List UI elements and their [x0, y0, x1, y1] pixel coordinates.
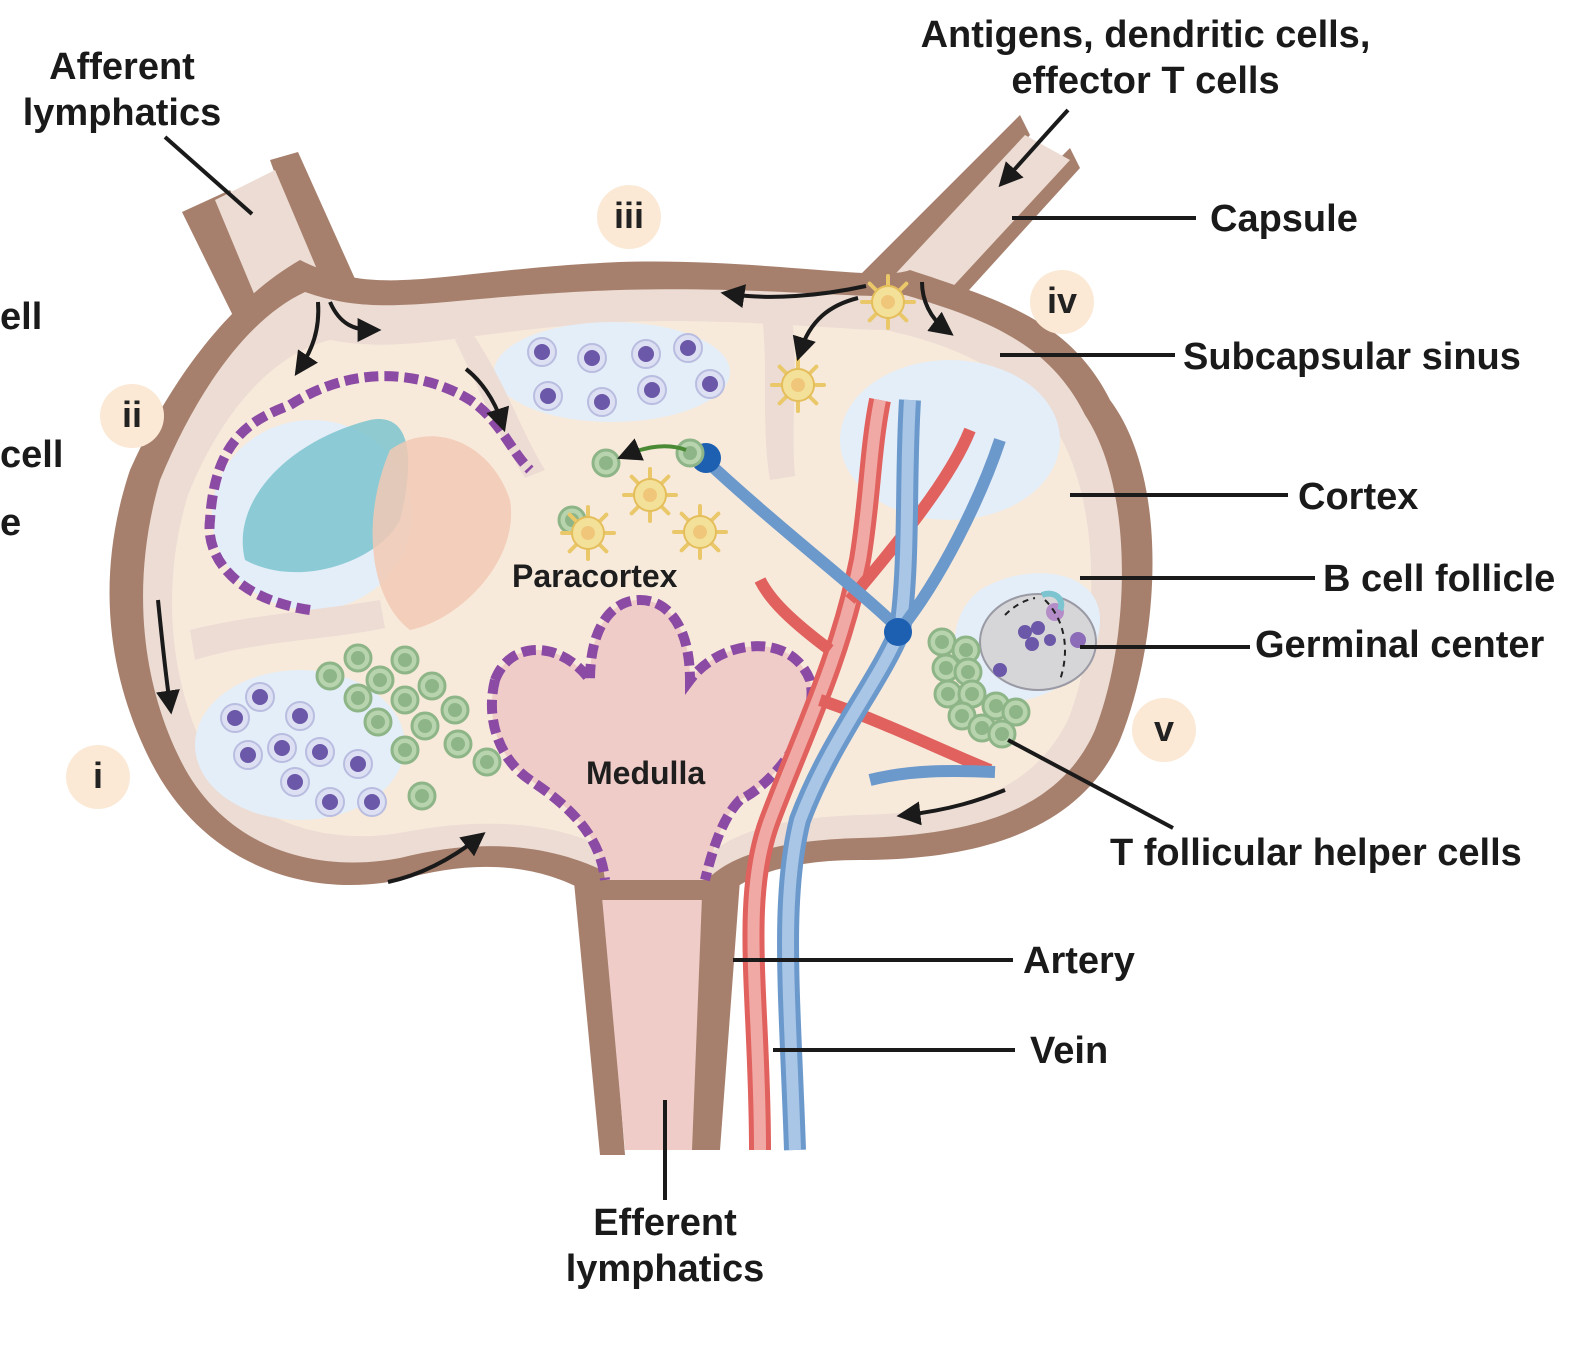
blood-vessels — [691, 397, 1006, 1151]
numeral-iii: iii — [597, 185, 661, 249]
trabecula-top — [455, 330, 545, 478]
cutoff-label-1: ell — [0, 296, 43, 338]
dendritic-cell — [770, 357, 826, 413]
numeral-iv: iv — [1030, 270, 1094, 334]
medulla-region — [486, 594, 817, 882]
afferent-lymphatic-vessel-right — [860, 115, 1080, 300]
dendritic-cell — [860, 274, 916, 330]
stromal-cells-pink — [372, 436, 512, 630]
dendritic-cell — [672, 504, 728, 560]
label-b-cell-follicle: B cell follicle — [1323, 558, 1556, 600]
germinal-center-cells — [993, 590, 1086, 681]
label-t-follicular-helper-cells: T follicular helper cells — [1110, 832, 1522, 874]
cutoff-label-3: e — [0, 502, 22, 544]
label-germinal-center: Germinal center — [1255, 624, 1545, 666]
label-artery: Artery — [1023, 940, 1135, 982]
numeral-ii: ii — [100, 384, 164, 448]
high-endothelial-venule-left — [204, 371, 534, 615]
label-paracortex: Paracortex — [512, 558, 678, 594]
label-vein: Vein — [1030, 1030, 1109, 1072]
trabecula-left — [190, 600, 385, 660]
label-antigens: Antigens, dendritic cells, effector T ce… — [918, 12, 1373, 104]
flow-arrows — [156, 108, 1070, 884]
dendritic-cells — [560, 274, 916, 561]
stromal-cells-blue — [242, 419, 409, 573]
green-migration-arrow — [617, 438, 687, 461]
label-efferent-lymphatics: Efferent lymphatics — [555, 1200, 775, 1292]
label-subcapsular-sinus: Subcapsular sinus — [1183, 336, 1521, 378]
leader-lines — [163, 135, 1315, 1200]
efferent-lymphatic-vessel — [570, 820, 740, 1155]
label-efferent-line1: Efferent — [593, 1202, 737, 1244]
hev-node-mid — [884, 618, 912, 646]
numeral-i: i — [66, 745, 130, 809]
b-cell-follicle-top-right — [840, 360, 1060, 520]
label-antigens-line1: Antigens, dendritic cells, — [920, 14, 1371, 56]
label-cortex: Cortex — [1298, 476, 1419, 518]
dendritic-cell — [622, 467, 678, 523]
label-capsule: Capsule — [1210, 198, 1358, 240]
trabecula-right — [760, 300, 795, 480]
label-efferent-line2: lymphatics — [565, 1248, 765, 1290]
label-afferent-lymphatics: Afferent lymphatics — [22, 44, 222, 136]
b-cells — [220, 333, 725, 817]
label-afferent-line2: lymphatics — [22, 92, 222, 134]
label-antigens-line2: effector T cells — [1011, 60, 1280, 102]
numeral-v: v — [1132, 698, 1196, 762]
label-afferent-line1: Afferent — [49, 46, 195, 88]
label-medulla: Medulla — [586, 755, 706, 791]
dendritic-cell — [560, 505, 616, 561]
cutoff-label-2: cell — [0, 434, 64, 476]
